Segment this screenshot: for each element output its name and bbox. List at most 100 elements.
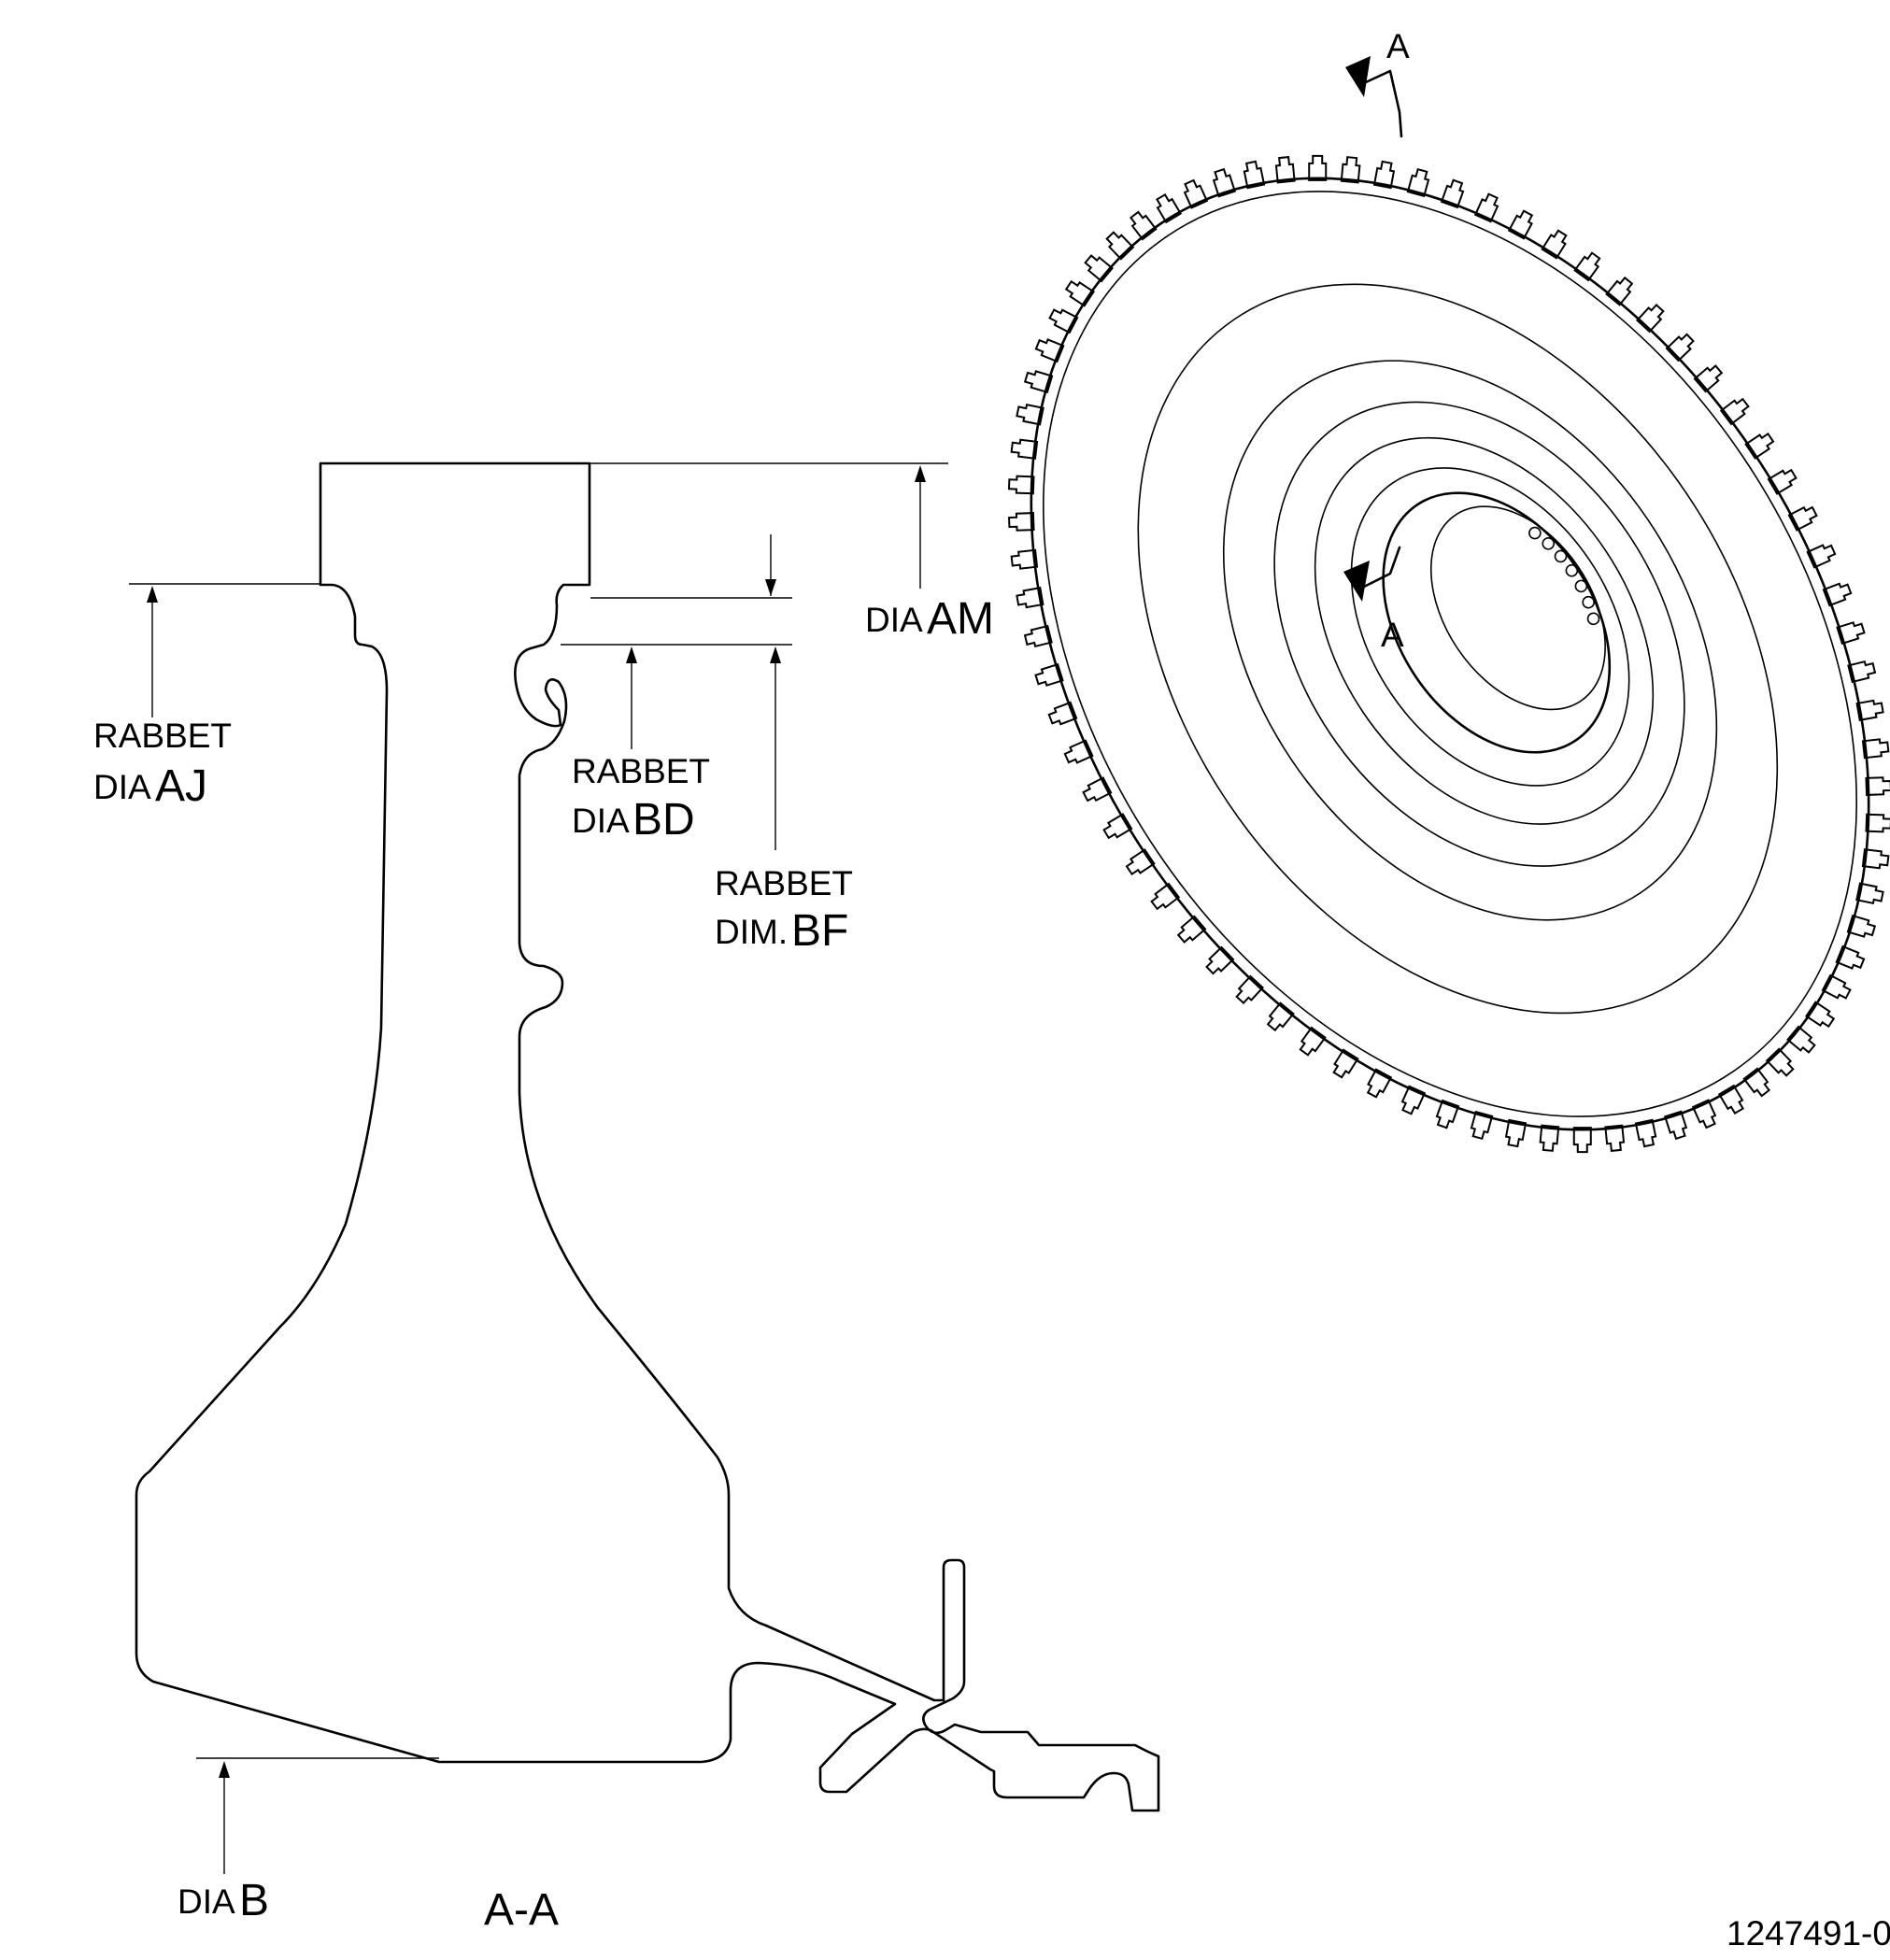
rim-tooth <box>1765 1047 1795 1077</box>
label-dia-am-code: AM <box>927 594 994 644</box>
label-dia-b-prefix: DIA <box>178 1882 235 1921</box>
rim-tooth <box>1016 587 1044 609</box>
label-dia-am: DIA AM <box>865 594 994 644</box>
rim-tooth <box>1786 1025 1816 1054</box>
rim-tooth <box>1767 468 1798 495</box>
rim-tooth <box>1470 1110 1494 1141</box>
rim-tooth <box>1604 1124 1626 1152</box>
rim-tooth <box>1156 192 1183 224</box>
section-view-title: A-A <box>484 1885 559 1935</box>
bore-hole <box>1542 537 1556 550</box>
disk-face-ring-2 <box>1222 360 1718 921</box>
rim-tooth <box>1205 945 1235 975</box>
rim-tooth <box>1064 279 1095 307</box>
rim-tooth <box>1150 882 1181 911</box>
rim-tooth <box>1372 160 1396 190</box>
disk-rim-inner <box>1043 191 1857 1117</box>
rim-tooth <box>1605 276 1634 306</box>
disk-face-ring-4 <box>1314 436 1655 825</box>
rim-tooth <box>1176 915 1207 944</box>
rim-tooth <box>1299 1026 1327 1057</box>
rim-tooth <box>1010 548 1039 570</box>
disk-rim-teeth <box>1007 154 1890 1154</box>
rim-tooth <box>1008 512 1035 532</box>
rim-tooth <box>1539 1124 1560 1152</box>
rim-tooth <box>1007 475 1035 495</box>
label-rabbet-dia-bd-prefix: DIA <box>572 802 630 840</box>
rim-tooth <box>1663 1110 1688 1141</box>
rim-tooth <box>1212 167 1237 198</box>
rim-tooth <box>1836 621 1866 646</box>
label-dia-b-code: B <box>239 1876 269 1925</box>
label-rabbet-dim-bf-prefix: DIM. <box>715 913 788 951</box>
rim-tooth <box>1635 303 1665 334</box>
rim-tooth <box>1541 229 1568 260</box>
rim-tooth <box>1023 624 1053 648</box>
rim-tooth <box>1340 156 1361 184</box>
label-dia-b: DIA B <box>178 1876 269 1925</box>
rim-tooth <box>1504 1118 1528 1148</box>
rim-tooth <box>1125 848 1156 876</box>
rim-tooth <box>1332 1048 1359 1079</box>
rim-tooth <box>1016 403 1044 426</box>
label-rabbet-dim-bf: RABBET DIM. BF <box>715 864 853 956</box>
rim-tooth <box>1308 154 1328 181</box>
rim-tooth <box>1744 432 1775 460</box>
rim-tooth <box>1865 776 1890 796</box>
bore-hole <box>1528 526 1542 540</box>
rim-tooth <box>1846 914 1877 938</box>
isometric-disk-view <box>1007 154 1890 1154</box>
rim-tooth <box>1102 813 1133 840</box>
label-rabbet-dia-aj-line1: RABBET <box>93 717 232 755</box>
label-rabbet-dia-bd-line1: RABBET <box>572 752 710 790</box>
rim-tooth <box>1034 662 1064 687</box>
rim-tooth <box>1010 438 1039 460</box>
disk-face-ring-3 <box>1273 401 1685 867</box>
dimension-lines <box>129 462 948 1874</box>
rim-tooth <box>1805 1001 1836 1029</box>
section-cut-marker-top: A <box>1345 27 1410 138</box>
disk-cross-section-outline <box>135 462 1160 1812</box>
rim-tooth <box>1719 397 1750 426</box>
rim-tooth <box>1129 210 1158 241</box>
rim-tooth <box>1573 251 1601 282</box>
label-dia-am-prefix: DIA <box>865 601 923 639</box>
figure-number: 1247491-00 <box>1727 1914 1890 1953</box>
rim-tooth <box>1693 364 1724 393</box>
rim-tooth <box>1572 1127 1592 1154</box>
bore-hole <box>1586 612 1600 626</box>
rim-tooth <box>1243 160 1266 190</box>
bore-holes <box>1528 526 1600 626</box>
rim-tooth <box>1084 254 1114 283</box>
rim-tooth <box>1861 738 1890 760</box>
bore-hole <box>1582 595 1595 609</box>
section-aa-profile <box>135 462 1160 1812</box>
label-rabbet-dia-bd-code: BD <box>632 795 695 845</box>
rim-tooth <box>1847 660 1877 684</box>
section-cut-marker-bottom: A <box>1343 546 1404 654</box>
rim-tooth <box>1717 1084 1744 1115</box>
label-rabbet-dia-aj: RABBET DIA AJ <box>93 717 232 811</box>
disk-outer-rim <box>1030 177 1870 1131</box>
label-rabbet-dia-bd: RABBET DIA BD <box>572 752 710 845</box>
rim-tooth <box>1855 882 1884 905</box>
section-marker-bottom-letter: A <box>1381 616 1404 654</box>
label-rabbet-dim-bf-line1: RABBET <box>715 864 853 902</box>
rim-tooth <box>1855 699 1884 721</box>
disk-bore-inner <box>1429 505 1606 711</box>
bore-hole <box>1565 563 1579 577</box>
disk-face-ring-5 <box>1350 467 1630 787</box>
bore-hole <box>1574 579 1588 593</box>
section-marker-top-letter: A <box>1386 27 1410 65</box>
bore-hole <box>1554 549 1568 563</box>
rim-tooth <box>1665 333 1695 362</box>
label-rabbet-dia-aj-code: AJ <box>155 761 207 811</box>
rim-tooth <box>1105 231 1135 261</box>
rim-tooth <box>1235 974 1265 1005</box>
rim-tooth <box>1861 848 1890 870</box>
disk-face-ring-1 <box>1137 283 1779 1015</box>
rim-tooth <box>1865 813 1890 833</box>
rim-tooth <box>1023 370 1054 394</box>
label-rabbet-dim-bf-code: BF <box>791 906 848 956</box>
